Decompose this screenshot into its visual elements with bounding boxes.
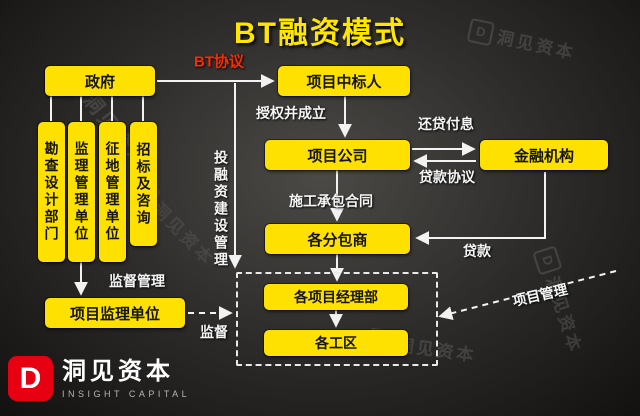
insight-capital-logo: D 洞见资本 INSIGHT CAPITAL (8, 356, 190, 401)
node-project-manager-depts: 各项目经理部 (264, 284, 408, 310)
page-title: BT融资模式 (234, 17, 406, 50)
node-supervision-unit: 监理管理单位 (68, 122, 95, 262)
logo-name: 洞见资本 (62, 358, 174, 385)
node-subcontractors: 各分包商 (265, 224, 410, 254)
node-financial-institution-label: 金融机构 (513, 147, 574, 165)
node-project-manager-depts-label: 各项目经理部 (294, 289, 378, 305)
node-work-areas-label: 各工区 (315, 335, 357, 351)
edge-label-invest-finance-mgmt: 投融资建设管理 (213, 150, 229, 269)
edge-label-supervision-mgmt: 监督管理 (109, 273, 165, 289)
logo-d-icon: D (8, 356, 53, 401)
edge-label-supervise: 监督 (200, 324, 228, 340)
edge-label-construction-contract: 施工承包合同 (289, 193, 373, 209)
node-government: 政府 (45, 66, 155, 96)
node-project-company: 项目公司 (265, 140, 410, 170)
logo-subtitle: INSIGHT CAPITAL (62, 389, 191, 400)
edge-label-loan-agreement: 贷款协议 (419, 169, 475, 185)
edge-label-repay-interest: 还贷付息 (418, 116, 474, 132)
node-bidding-consult-label: 招标及咨询 (135, 141, 152, 227)
node-subcontractors-label: 各分包商 (307, 231, 368, 249)
edge-label-loan: 贷款 (463, 243, 491, 259)
node-land-unit-label: 征地管理单位 (104, 141, 121, 243)
node-survey-design-label: 勘查设计部门 (43, 141, 60, 243)
node-survey-design: 勘查设计部门 (38, 122, 65, 262)
node-project-supervision-label: 项目监理单位 (69, 305, 160, 323)
node-land-unit: 征地管理单位 (99, 122, 126, 262)
node-project-company-label: 项目公司 (307, 147, 368, 165)
node-supervision-unit-label: 监理管理单位 (73, 141, 90, 243)
node-government-label: 政府 (84, 73, 115, 91)
node-work-areas: 各工区 (264, 330, 408, 356)
node-financial-institution: 金融机构 (480, 140, 608, 170)
node-bidding-consult: 招标及咨询 (130, 122, 157, 246)
node-project-supervision: 项目监理单位 (45, 298, 185, 328)
node-winner-label: 项目中标人 (306, 73, 382, 91)
edge-label-authorize-establish: 授权并成立 (256, 105, 326, 121)
connector-loan (415, 172, 546, 245)
edge-label-bt-agreement: BT协议 (194, 53, 244, 71)
node-winner: 项目中标人 (278, 66, 410, 96)
edge-label-project-mgmt: 项目管理 (510, 280, 570, 310)
connector-project-mgmt (438, 270, 617, 320)
